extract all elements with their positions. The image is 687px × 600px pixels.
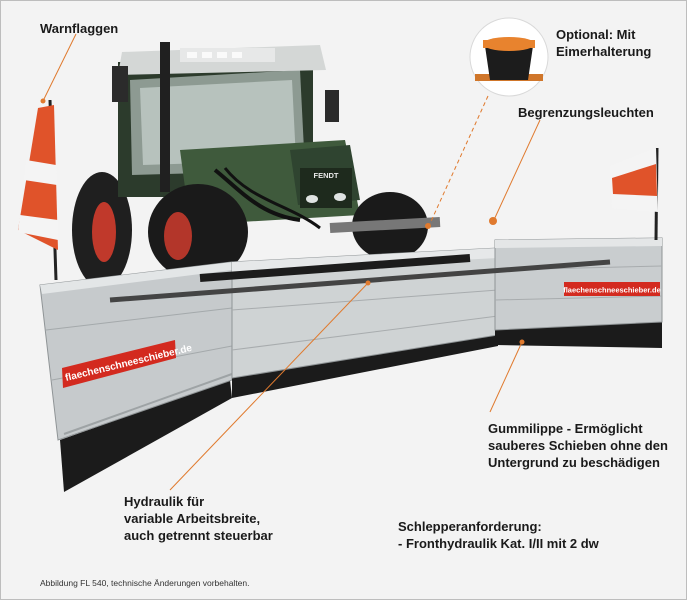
label-schlepperanforderung: Schlepperanforderung: - Fronthydraulik K… [398, 518, 599, 552]
label-optional: Optional: Mit Eimerhalterung [556, 26, 651, 60]
tractor: FENDT [72, 42, 428, 288]
label-gummilippe-line1: Gummilippe - Ermöglicht [488, 421, 643, 436]
snow-plow: flaechenschneeschieber.de flaechenschnee… [39, 217, 663, 492]
label-gummilippe: Gummilippe - Ermöglicht sauberes Schiebe… [488, 420, 668, 471]
tractor-brand-text: FENDT [314, 171, 339, 180]
label-schlepper-line2: - Fronthydraulik Kat. I/II mit 2 dw [398, 536, 599, 551]
bucket-holder-image [469, 17, 549, 97]
callout-begrenzungsleuchten [492, 119, 541, 223]
label-warnflaggen: Warnflaggen [40, 21, 119, 36]
warning-flag-left [18, 99, 58, 281]
label-optional-line2: Eimerhalterung [556, 44, 652, 59]
label-hydraulik: Hydraulik für variable Arbeitsbreite, au… [124, 493, 273, 544]
callout-gummilippe [489, 341, 523, 413]
label-optional-line1: Optional: Mit [556, 27, 636, 42]
callout-optional [427, 95, 489, 229]
label-hydraulik-line2: variable Arbeitsbreite, [124, 511, 261, 526]
label-begrenzungsleuchten: Begrenzungsleuchten [518, 105, 654, 120]
callout-hydraulik [169, 282, 369, 491]
label-gummilippe-line3: Untergrund zu beschädigen [488, 455, 660, 470]
image-caption: Abbildung FL 540, technische Änderungen … [40, 578, 250, 588]
callout-lines [42, 33, 541, 491]
label-hydraulik-line3: auch getrennt steuerbar [124, 528, 273, 543]
plow-branding-right: flaechenschneeschieber.de [563, 282, 661, 296]
callout-warnflaggen [42, 33, 77, 102]
label-gummilippe-line2: sauberes Schieben ohne den [488, 438, 668, 453]
label-hydraulik-line1: Hydraulik für [124, 494, 205, 509]
warning-flag-right [610, 147, 659, 241]
plow-branding-right-text: flaechenschneeschieber.de [563, 286, 661, 295]
label-schlepper-line1: Schlepperanforderung: [398, 519, 542, 534]
